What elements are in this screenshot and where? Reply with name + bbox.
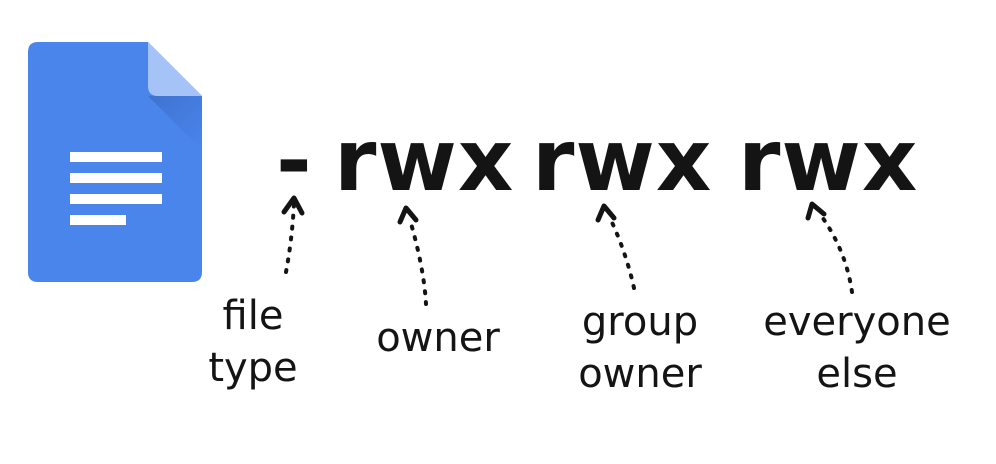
arrowhead-file-type — [281, 195, 305, 216]
document-line — [70, 215, 126, 225]
document-fold — [148, 42, 202, 96]
permission-group: rwx — [532, 111, 713, 211]
label-file-type: file type — [198, 290, 308, 394]
label-file-type-line2: type — [208, 345, 298, 391]
arrowhead-group-owner — [595, 203, 617, 223]
label-everyone-else-line1: everyone — [763, 299, 951, 345]
arrow-everyone-else — [818, 212, 854, 294]
document-line — [70, 152, 162, 162]
document-line — [70, 194, 162, 204]
label-owner-line1: owner — [376, 315, 500, 361]
arrow-group-owner — [608, 216, 636, 290]
label-group-owner-line1: group — [581, 299, 699, 345]
label-owner: owner — [368, 312, 508, 364]
label-everyone-else: everyone else — [752, 296, 962, 400]
arrow-file-type — [284, 202, 296, 274]
label-everyone-else-line2: else — [816, 351, 898, 397]
document-icon — [28, 42, 202, 282]
label-group-owner: group owner — [560, 296, 720, 400]
label-file-type-line1: file — [222, 293, 284, 339]
arrowhead-owner — [397, 205, 419, 225]
permission-everyone-else: rwx — [738, 111, 919, 211]
label-group-owner-line2: owner — [578, 351, 702, 397]
permission-owner: rwx — [334, 111, 515, 211]
arrow-owner — [408, 218, 428, 306]
document-line — [70, 173, 162, 183]
permission-file-type: - — [276, 111, 313, 211]
arrowhead-everyone-else — [805, 201, 827, 221]
document-fold-shadow — [148, 96, 202, 150]
